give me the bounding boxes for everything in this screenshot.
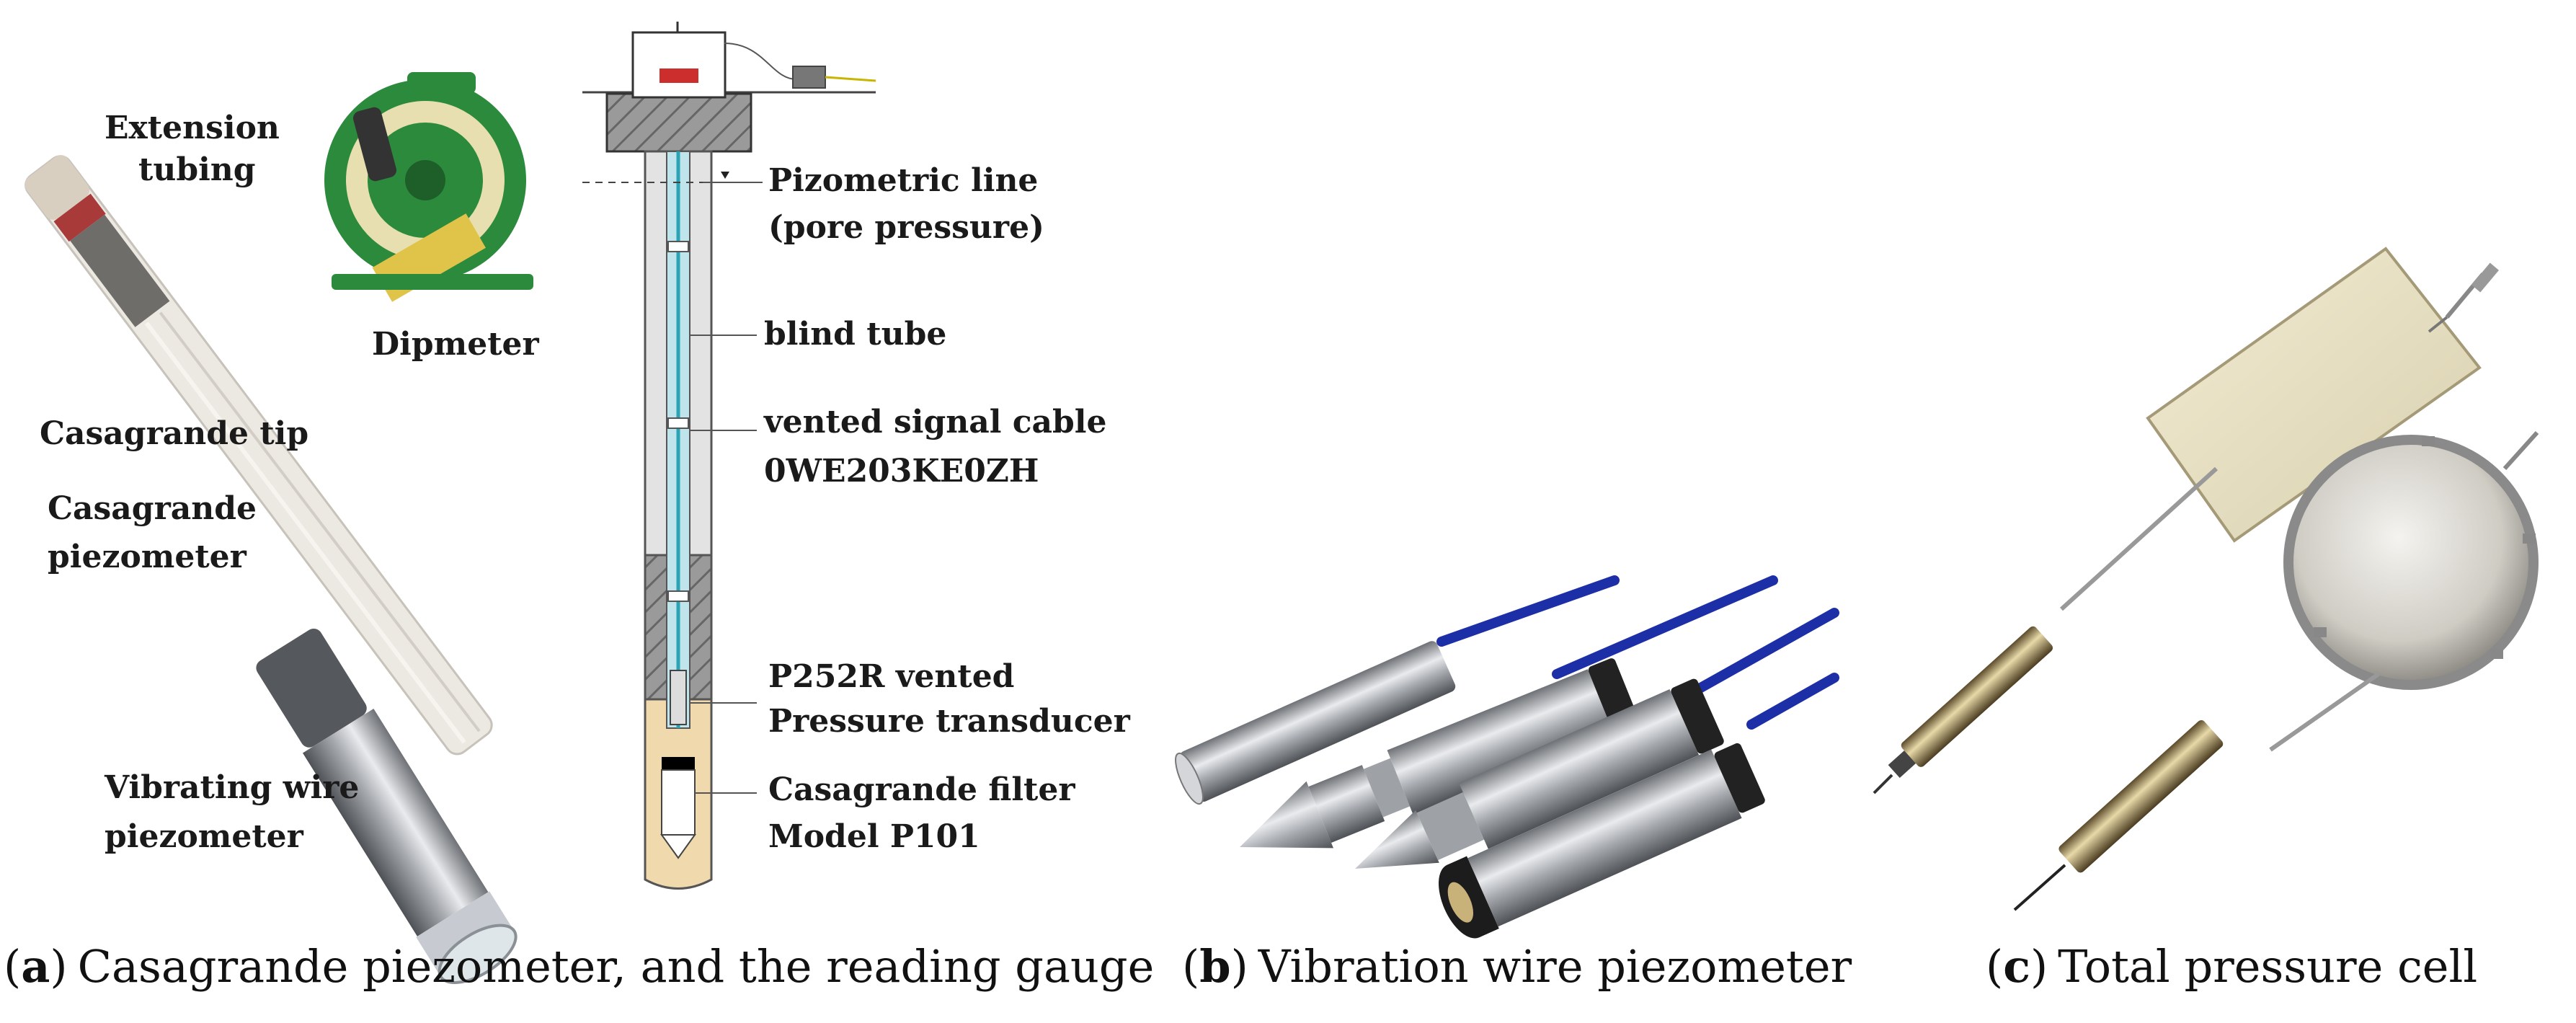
panel-c: [1873, 247, 2539, 911]
caption-a: (a) Casagrande piezometer, and the readi…: [4, 934, 1154, 998]
label-casagrande-piezometer-2: piezometer: [48, 539, 247, 575]
circular-pressure-cell: [2013, 430, 2539, 911]
label-cable-model: 0WE203KE0ZH: [764, 453, 1039, 490]
label-casagrande-filter: Casagrande filter: [768, 771, 1075, 808]
leader-lines: [690, 182, 763, 794]
label-pressure-transducer: Pressure transducer: [768, 703, 1131, 740]
label-extension-tubing-2: tubing: [138, 151, 256, 188]
vw-sensor-1: [1175, 641, 1456, 805]
piezometer-cables: [1436, 575, 1839, 730]
label-dipmeter: Dipmeter: [372, 326, 540, 363]
caption-c: (c) Total pressure cell: [1986, 934, 2477, 998]
dipmeter-image: [324, 72, 533, 302]
label-vibrating-wire-1: Vibrating wire: [104, 769, 359, 806]
label-pore-pressure: (pore pressure): [768, 209, 1044, 246]
caption-c-letter: (c): [1986, 939, 2048, 993]
label-vented-signal-cable: vented signal cable: [763, 404, 1107, 440]
vw-sensor-4: [1439, 743, 1765, 939]
caption-c-text: Total pressure cell: [2058, 939, 2478, 993]
panel-a: Extension tubing Dipmeter Casagrande tip…: [25, 22, 1131, 984]
piezometer-diagram: [582, 22, 876, 890]
casagrande-tip-image: [25, 155, 493, 756]
caption-b-text: Vibration wire piezometer: [1258, 939, 1852, 993]
label-extension-tubing-1: Extension: [105, 110, 280, 146]
label-pizometric-line: Pizometric line: [768, 162, 1038, 199]
label-casagrande-piezometer-1: Casagrande: [48, 490, 257, 527]
label-vibrating-wire-2: piezometer: [105, 818, 304, 855]
caption-a-text: Casagrande piezometer, and the reading g…: [77, 939, 1155, 993]
label-blind-tube: blind tube: [764, 316, 946, 353]
caption-b-letter: (b): [1182, 939, 1248, 993]
vibrating-wire-image-a: [256, 628, 518, 984]
vw-sensor-3: [1355, 678, 1724, 869]
rectangular-pressure-cell: [1873, 247, 2499, 794]
label-p252r-vented: P252R vented: [768, 658, 1014, 695]
panel-b: [1175, 575, 1839, 939]
label-casagrande-tip: Casagrande tip: [40, 415, 308, 452]
label-model-p101: Model P101: [768, 818, 980, 855]
vw-sensor-2: [1240, 658, 1640, 849]
caption-a-letter: (a): [4, 939, 68, 993]
caption-b: (b) Vibration wire piezometer: [1182, 934, 1852, 998]
